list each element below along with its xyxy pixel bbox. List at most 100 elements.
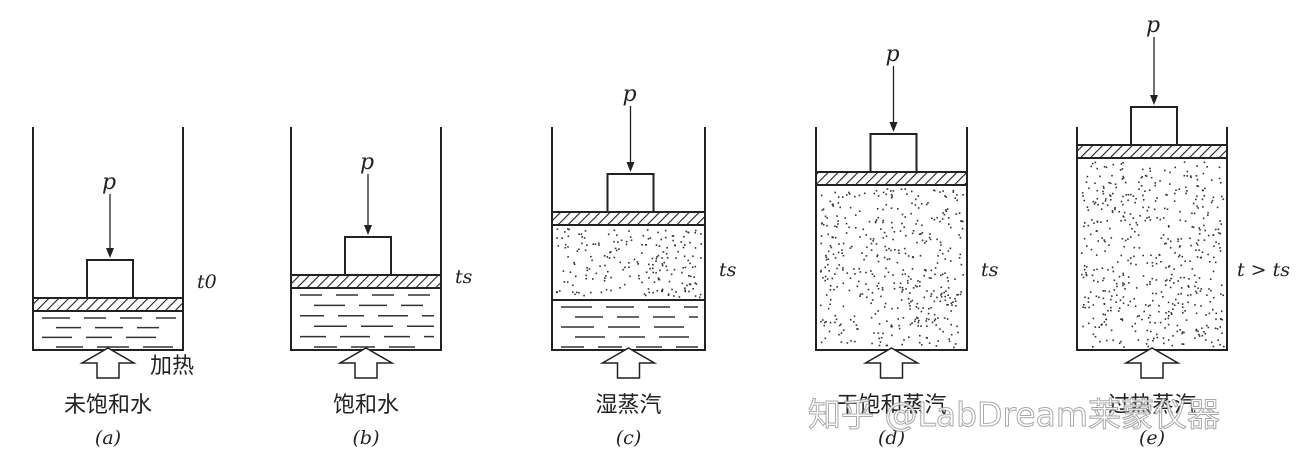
steam-dot — [1159, 218, 1162, 221]
steam-dot — [644, 294, 647, 297]
steam-dot — [824, 275, 827, 278]
steam-dot — [1084, 222, 1086, 224]
steam-dot — [1096, 268, 1098, 271]
water-region — [42, 317, 176, 348]
steam-region — [556, 228, 702, 299]
steam-dot — [1196, 178, 1199, 181]
steam-dot — [1163, 342, 1165, 345]
steam-dot — [564, 243, 567, 246]
steam-dot — [1117, 261, 1119, 263]
steam-dot — [1130, 193, 1132, 196]
steam-dot — [561, 237, 563, 239]
steam-dot — [854, 273, 856, 275]
steam-dot — [1103, 187, 1105, 189]
steam-dot — [1185, 319, 1188, 321]
steam-dot — [1083, 264, 1086, 267]
steam-dot — [664, 236, 667, 239]
steam-dot — [833, 288, 835, 291]
steam-dot — [885, 203, 888, 206]
steam-dot — [931, 321, 934, 324]
steam-dot — [1096, 197, 1099, 200]
steam-dot — [842, 242, 845, 245]
steam-dot — [658, 245, 661, 247]
steam-dot — [875, 220, 877, 223]
steam-dot — [1122, 203, 1124, 206]
steam-dot — [940, 286, 943, 289]
steam-dot — [1090, 165, 1093, 168]
steam-dot — [835, 318, 838, 321]
steam-dot — [1142, 254, 1144, 257]
steam-dot — [563, 281, 566, 283]
steam-dot — [823, 324, 826, 327]
steam-dot — [939, 300, 942, 303]
steam-dot — [1179, 219, 1182, 222]
steam-dot — [1097, 240, 1099, 242]
steam-dot — [1173, 304, 1176, 307]
steam-dot — [1179, 210, 1181, 213]
steam-dot — [1085, 274, 1088, 277]
steam-dot — [960, 220, 963, 222]
steam-dot — [1108, 181, 1110, 184]
steam-dot — [917, 195, 920, 197]
steam-dot — [940, 294, 942, 296]
steam-dot — [1141, 176, 1144, 178]
steam-dot — [870, 302, 872, 305]
steam-dot — [820, 235, 823, 237]
steam-dot — [1090, 248, 1093, 251]
weight-block — [1130, 106, 1178, 146]
steam-dot — [820, 271, 822, 273]
steam-dot — [1190, 244, 1192, 247]
steam-dot — [1153, 208, 1156, 211]
steam-dot — [638, 274, 640, 277]
steam-dot — [1101, 323, 1103, 326]
steam-dot — [663, 261, 666, 264]
steam-dot — [1170, 240, 1172, 243]
steam-dot — [1149, 170, 1152, 172]
steam-dot — [1086, 245, 1088, 247]
steam-dot — [1082, 325, 1084, 328]
steam-dot — [1114, 207, 1116, 209]
steam-dot — [1164, 284, 1167, 286]
steam-dot — [949, 297, 951, 299]
steam-dot — [1167, 339, 1170, 341]
steam-dot — [903, 339, 905, 341]
steam-dot — [907, 255, 910, 257]
steam-dot — [1089, 291, 1092, 293]
steam-dot — [594, 243, 597, 245]
steam-dot — [655, 244, 658, 246]
steam-dot — [1084, 306, 1086, 309]
steam-dot — [909, 308, 911, 310]
steam-dot — [942, 212, 944, 214]
steam-dot — [1102, 313, 1105, 316]
steam-dot — [908, 336, 910, 338]
piston — [290, 274, 442, 289]
piston — [551, 211, 706, 226]
steam-dot — [694, 231, 696, 234]
steam-dot — [1164, 169, 1166, 172]
steam-dot — [1198, 227, 1200, 229]
steam-dot — [586, 266, 588, 269]
steam-dot — [884, 302, 887, 305]
steam-dot — [1124, 219, 1126, 221]
steam-dot — [1146, 283, 1148, 286]
steam-dot — [695, 283, 698, 285]
steam-dot — [925, 203, 928, 206]
steam-dot — [657, 277, 660, 279]
steam-dot — [1134, 330, 1137, 333]
steam-dot — [1168, 315, 1170, 317]
steam-dot — [956, 194, 958, 196]
steam-dot — [1207, 214, 1209, 216]
steam-dot — [671, 235, 674, 237]
steam-dot — [1203, 161, 1206, 164]
steam-dot — [944, 299, 947, 302]
steam-dot — [880, 336, 883, 339]
steam-dot — [652, 291, 654, 294]
heat-arrow — [599, 347, 658, 379]
steam-dot — [1155, 279, 1158, 281]
steam-dot — [1110, 329, 1113, 332]
steam-dot — [1105, 323, 1107, 326]
steam-dot — [885, 267, 887, 270]
steam-dot — [830, 246, 833, 249]
steam-dot — [878, 344, 881, 347]
steam-dot — [1167, 301, 1170, 304]
